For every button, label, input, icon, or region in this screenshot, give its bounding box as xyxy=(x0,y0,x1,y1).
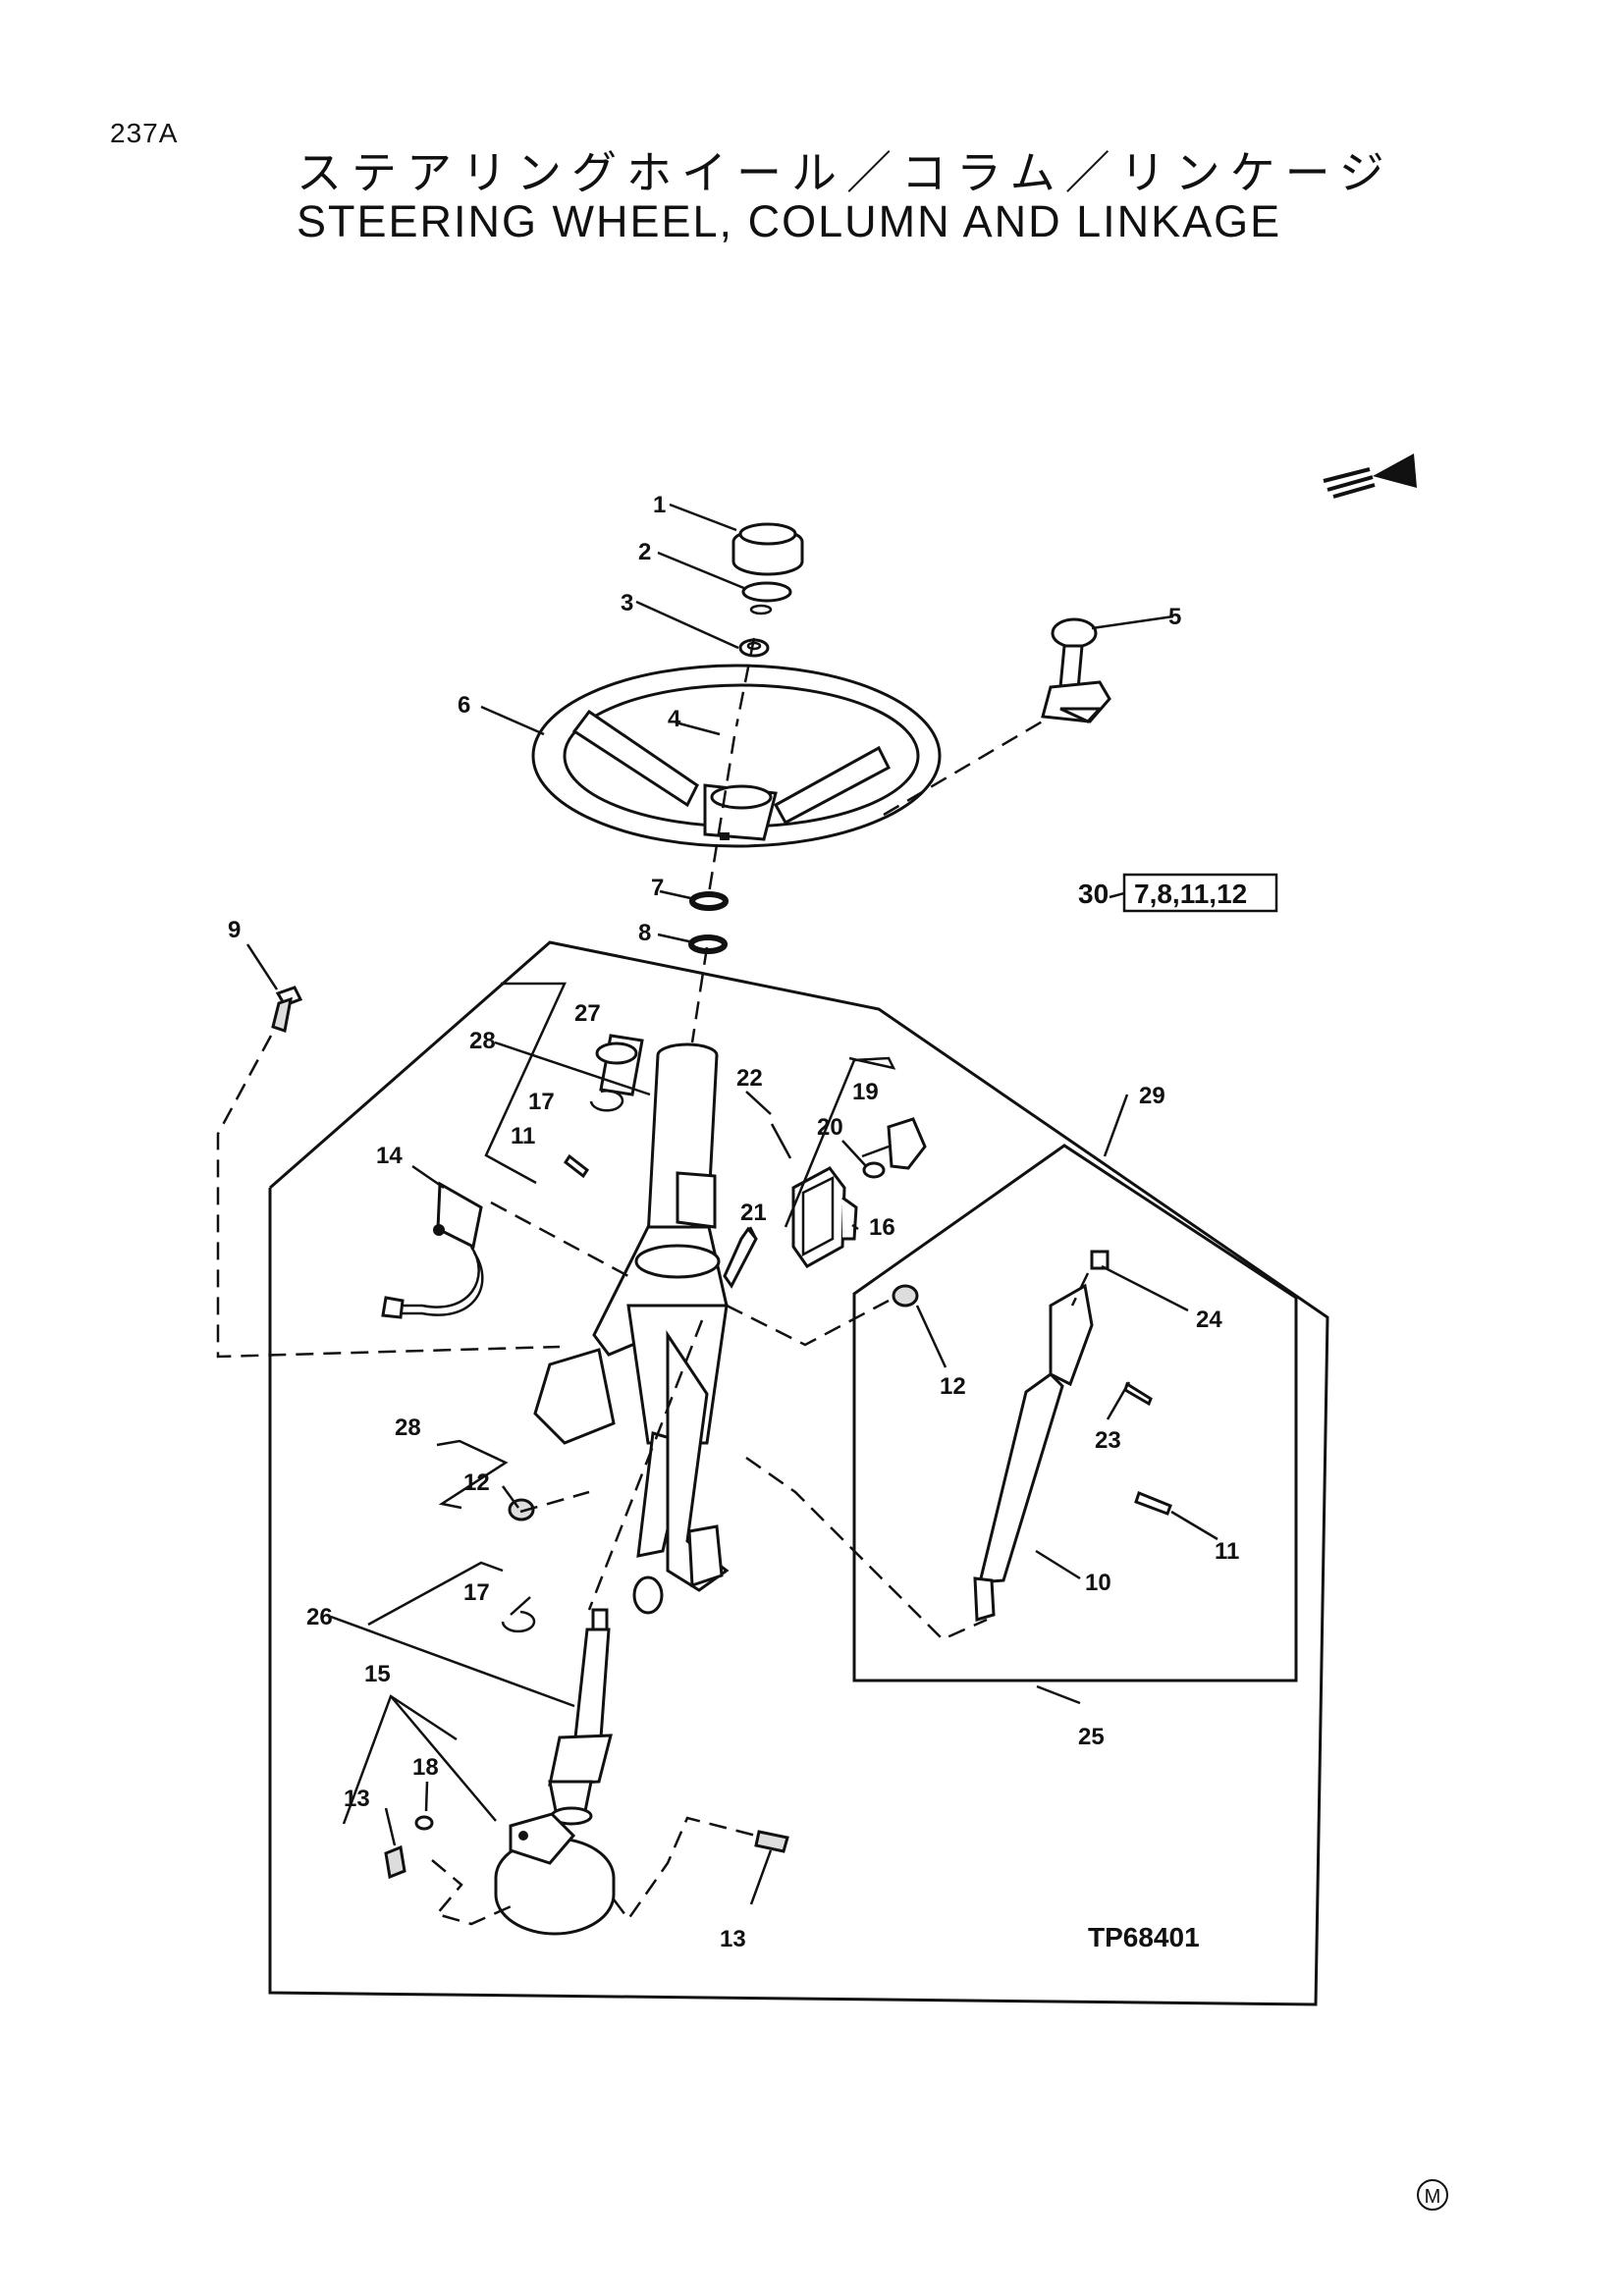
callout-9: 9 xyxy=(228,917,241,943)
callout-13-right: 13 xyxy=(720,1926,746,1952)
part-18-washer xyxy=(414,1815,434,1831)
callout-14: 14 xyxy=(376,1143,403,1169)
part-17-snap-ring-upper xyxy=(589,1090,624,1112)
part-10-gas-spring xyxy=(973,1250,1110,1622)
drawing-id: TP68401 xyxy=(1088,1922,1200,1952)
callout-3: 3 xyxy=(621,590,633,616)
kit-number: 30 xyxy=(1078,879,1109,909)
front-direction-arrow-icon xyxy=(1323,454,1417,499)
callout-11-upper: 11 xyxy=(511,1123,535,1149)
callout-29: 29 xyxy=(1139,1083,1165,1109)
callout-23: 23 xyxy=(1095,1427,1121,1454)
dashed-connection-lines xyxy=(216,637,1090,1926)
callout-22: 22 xyxy=(736,1065,763,1092)
mark-letter: M xyxy=(1425,2186,1441,2208)
callout-6: 6 xyxy=(458,692,470,719)
gas-spring-group-frame xyxy=(852,1144,1298,1682)
callout-12-left: 12 xyxy=(463,1469,490,1496)
title-japanese: ステアリングホイール／コラム／リンケージ xyxy=(297,146,1394,199)
part-13-bolt-right xyxy=(754,1830,789,1853)
callout-10: 10 xyxy=(1085,1570,1111,1596)
callout-2: 2 xyxy=(638,539,651,565)
part-15-disc xyxy=(494,1812,616,1936)
part-26-lower-shaft xyxy=(548,1608,613,1826)
callout-27: 27 xyxy=(574,1000,601,1027)
callout-17-lower: 17 xyxy=(463,1579,490,1606)
callout-24: 24 xyxy=(1196,1307,1222,1333)
column-group-frame xyxy=(268,940,1329,2006)
callout-17-upper: 17 xyxy=(528,1089,555,1115)
callout-18: 18 xyxy=(412,1754,439,1781)
part-23-pin xyxy=(1123,1381,1153,1407)
callout-15: 15 xyxy=(364,1661,391,1687)
title-english: STEERING WHEEL, COLUMN AND LINKAGE xyxy=(297,196,1282,246)
part-8-washer xyxy=(688,934,728,954)
part-16-boot xyxy=(791,1166,858,1268)
part-1-cap xyxy=(731,522,804,576)
callout-11-lower: 11 xyxy=(1215,1538,1239,1565)
callout-labels: 1 2 3 4 5 6 7 8 9 10 11 11 12 12 13 13 1… xyxy=(228,492,1239,1952)
part-12-bolt-right xyxy=(892,1284,919,1308)
kit-parts: 7,8,11,12 xyxy=(1134,879,1247,909)
callout-21: 21 xyxy=(740,1200,767,1226)
callout-16: 16 xyxy=(869,1214,895,1241)
part-11-pin-upper xyxy=(563,1153,590,1179)
part-11-pin-lower xyxy=(1134,1491,1172,1516)
part-27-plug xyxy=(595,1041,638,1065)
callout-5: 5 xyxy=(1168,604,1181,630)
callout-20: 20 xyxy=(817,1114,843,1141)
callout-28-lower: 28 xyxy=(395,1415,421,1441)
callout-4: 4 xyxy=(668,706,681,732)
part-13-bolt-left xyxy=(384,1844,406,1880)
part-7-washer xyxy=(689,891,729,911)
callout-1: 1 xyxy=(653,492,666,518)
leader-lines xyxy=(245,503,1218,1905)
m-circle-mark-icon: M xyxy=(1417,2179,1448,2211)
part-17-snap-ring-lower xyxy=(501,1610,536,1633)
callout-19: 19 xyxy=(852,1079,879,1105)
part-9-bolt xyxy=(271,986,303,1033)
callout-25: 25 xyxy=(1078,1724,1105,1750)
part-20-nut xyxy=(862,1161,886,1179)
callout-13-left: 13 xyxy=(344,1786,370,1812)
page-number: 237A xyxy=(110,118,179,148)
part-6-steering-wheel xyxy=(531,664,942,848)
callout-12-right: 12 xyxy=(940,1373,966,1400)
part-2-cover xyxy=(741,581,792,603)
part-19-knob xyxy=(887,1117,927,1170)
callout-26: 26 xyxy=(306,1604,333,1630)
callout-28-upper: 28 xyxy=(469,1028,496,1054)
callout-8: 8 xyxy=(638,920,651,946)
part-21-rod xyxy=(723,1226,758,1289)
kit-reference: 30 7,8,11,12 xyxy=(1078,873,1278,913)
part-28-column-tube xyxy=(533,1034,730,1615)
part-14-switch xyxy=(381,1181,484,1319)
callout-7: 7 xyxy=(651,875,664,901)
part-5-lever-knob xyxy=(1041,617,1111,723)
